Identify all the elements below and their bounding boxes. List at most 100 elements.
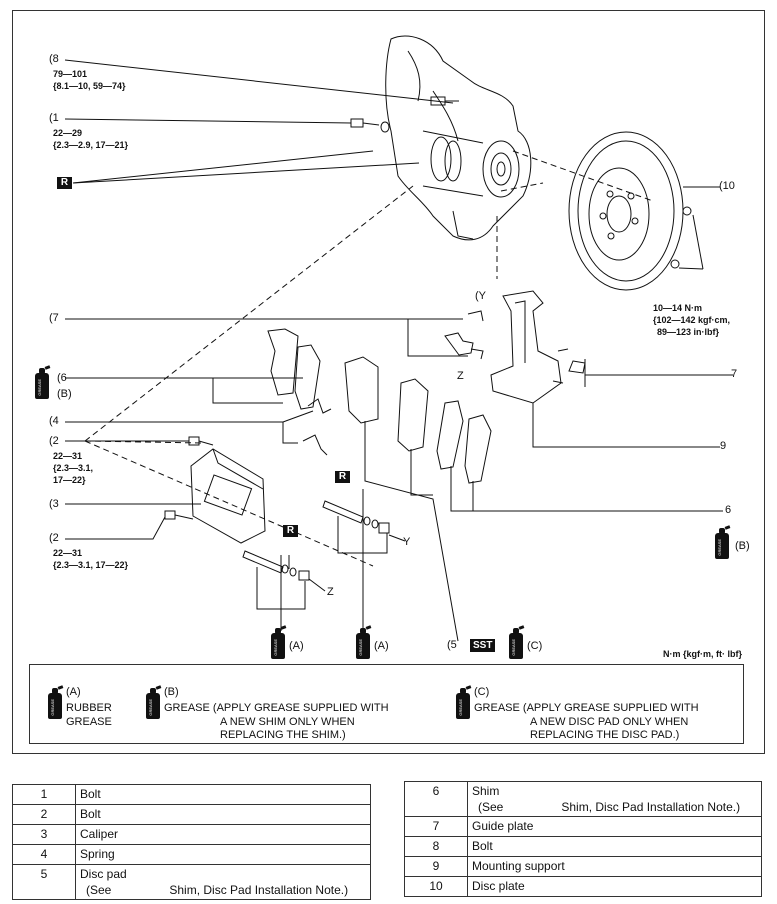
callout-4: (4 — [49, 415, 59, 427]
grease-legend: GREASE (A) RUBBER GREASE GREASE (B) GREA… — [29, 664, 744, 744]
part-name: Shim — [472, 784, 500, 798]
callout-y-lower: Y — [403, 536, 411, 548]
part-number: 8 — [404, 836, 468, 857]
grease-can-a-2: GREASE — [356, 628, 370, 659]
callout-6-right: 6 — [725, 504, 732, 516]
grease-a-label-2: (A) — [374, 640, 389, 652]
callout-2-lower: (2 — [49, 532, 59, 544]
sst-marker: SST — [470, 639, 496, 652]
torque-2b-nm: 22—31 — [53, 548, 83, 558]
springs — [302, 398, 332, 456]
callout-z-lower: Z — [327, 586, 334, 598]
legend-c-line1: GREASE (APPLY GREASE SUPPLIED WITH — [474, 702, 699, 714]
part-name: Bolt — [467, 836, 762, 857]
guide-pin-y — [322, 500, 390, 534]
part-number: 5 — [12, 864, 76, 900]
part-number: 9 — [404, 856, 468, 877]
part-number: 6 — [404, 781, 468, 817]
part-name: Disc plate — [467, 876, 762, 897]
callout-7-right: 7 — [731, 368, 738, 380]
units-note: N·m {kgf·m, ft· lbf} — [663, 649, 742, 659]
legend-a-line2: GREASE — [66, 716, 112, 728]
torque-10-nm: 10—14 N·m — [653, 303, 703, 313]
callout-9: 9 — [720, 440, 727, 452]
diagram-artwork — [64, 35, 733, 642]
grease-can-b-right: GREASE — [715, 528, 729, 559]
torque-10-inlbf: 89—123 in·lbf} — [657, 327, 720, 337]
part-number: 2 — [12, 804, 76, 825]
grease-a-label-1: (A) — [289, 640, 304, 652]
callout-10: (10 — [719, 180, 735, 192]
bolt-2-lower — [164, 510, 194, 520]
mounting-support — [490, 290, 562, 404]
torque-8-alt: {8.1—10, 59—74} — [53, 81, 126, 91]
legend-b-label: (B) — [164, 686, 179, 698]
torque-8-nm: 79—101 — [53, 69, 88, 79]
part-number: 7 — [404, 816, 468, 837]
callout-6-left: (6 — [57, 372, 67, 384]
torque-1-alt: {2.3—2.9, 17—21} — [53, 140, 129, 150]
part-name: Caliper — [75, 824, 371, 845]
legend-can-c: GREASE — [456, 688, 470, 719]
part-name: Bolt — [75, 784, 371, 805]
note-ref: Shim, Disc Pad Installation Note.) — [169, 883, 349, 897]
exploded-diagram: (8 79—101 {8.1—10, 59—74} (1 22—29 {2.3—… — [12, 10, 765, 754]
r-marker-y: R — [335, 471, 350, 483]
grease-can-a-1: GREASE — [271, 628, 285, 659]
legend-can-b: GREASE — [146, 688, 160, 719]
grease-can-b-left: GREASE — [35, 368, 49, 399]
bolt-2-upper — [188, 436, 214, 446]
legend-c-line2: A NEW DISC PAD ONLY WHEN — [530, 716, 689, 728]
part-number: 3 — [12, 824, 76, 845]
torque-2a-kgf: {2.3—3.1, — [53, 463, 94, 473]
part-number: 10 — [404, 876, 468, 897]
part-name: Spring — [75, 844, 371, 865]
torque-2b-alt: {2.3—3.1, 17—22} — [53, 560, 129, 570]
part-name: Disc pad — [80, 867, 127, 881]
grease-can-c: GREASE — [509, 628, 523, 659]
callout-7-left: (7 — [49, 312, 59, 324]
hub-bearing — [422, 130, 520, 198]
callout-y-upper: (Y — [475, 290, 486, 302]
legend-a-line1: RUBBER — [66, 702, 112, 714]
callout-1: (1 — [49, 112, 59, 124]
disc-pads — [344, 356, 429, 452]
callout-3: (3 — [49, 498, 59, 510]
torque-1-nm: 22—29 — [53, 128, 83, 138]
legend-c-line3: REPLACING THE DISC PAD.) — [530, 729, 680, 741]
grease-c-label: (C) — [527, 640, 543, 652]
legend-can-a: GREASE — [48, 688, 62, 719]
callout-2-upper: (2 — [49, 435, 59, 447]
callout-8: (8 — [49, 53, 59, 65]
grease-b-label-right: (B) — [735, 540, 750, 552]
part-name: Guide plate — [467, 816, 762, 837]
steering-knuckle — [385, 35, 532, 241]
guide-pin-z — [242, 550, 310, 581]
callout-5: (5 — [447, 639, 457, 651]
legend-b-line3: REPLACING THE SHIM.) — [220, 729, 346, 741]
r-marker-top: R — [57, 177, 72, 189]
r-marker-z: R — [283, 525, 298, 537]
legend-c-label: (C) — [474, 686, 490, 698]
bolt-1 — [350, 118, 390, 133]
disc-plate — [568, 131, 684, 291]
legend-b-line1: GREASE (APPLY GREASE SUPPLIED WITH — [164, 702, 389, 714]
part-name: Bolt — [75, 804, 371, 825]
disc-screws — [670, 206, 692, 269]
caliper — [190, 448, 266, 544]
shims-right — [436, 400, 492, 484]
note-ref: Shim, Disc Pad Installation Note.) — [561, 800, 741, 814]
guide-plates — [444, 310, 586, 384]
